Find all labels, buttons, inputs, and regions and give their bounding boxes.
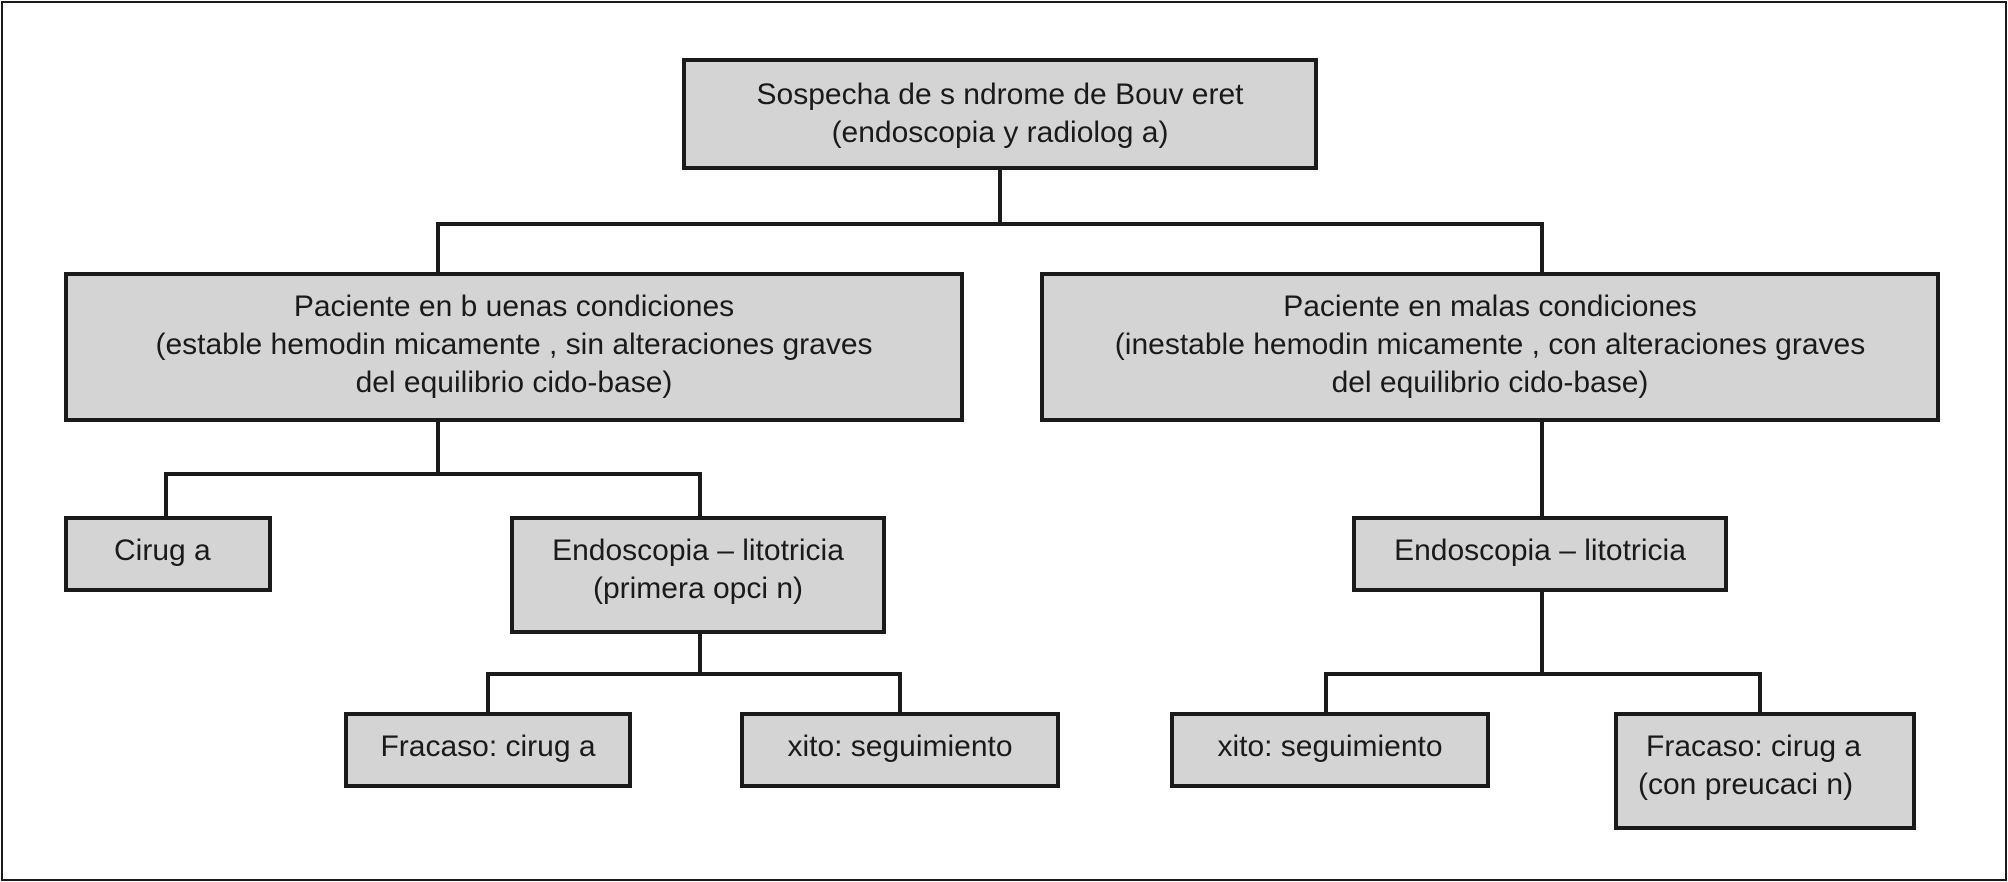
- good-condition-line3: del equilibrio cido-base): [355, 366, 673, 399]
- root-node-line2: (endoscopia y radiolog a): [831, 116, 1169, 149]
- bad-condition-line2: (inestable hemodin micamente , con alter…: [1114, 328, 1866, 361]
- good-condition-node: Paciente en b uenas condiciones (estable…: [64, 272, 964, 422]
- bad-condition-node: Paciente en malas condiciones (inestable…: [1040, 272, 1940, 422]
- root-node-line1: Sospecha de s ndrome de Bouv eret: [756, 78, 1244, 111]
- success-bad-line1: xito: seguimiento: [1217, 730, 1443, 763]
- bad-condition-line1: Paciente en malas condiciones: [1283, 290, 1697, 323]
- success-good-node: xito: seguimiento: [740, 712, 1060, 788]
- good-condition-line1: Paciente en b uenas condiciones: [293, 290, 735, 323]
- failure-bad-line2: (con preucaci n): [1638, 768, 1854, 801]
- failure-bad-line1: Fracaso: cirug a: [1646, 730, 1862, 763]
- endoscopy-bad-line1: Endoscopia – litotricia: [1394, 534, 1686, 567]
- endoscopy-bad-node: Endoscopia – litotricia: [1352, 516, 1728, 592]
- surgery-node: Cirug a: [64, 516, 272, 592]
- good-condition-line2: (estable hemodin micamente , sin alterac…: [155, 328, 873, 361]
- root-node: Sospecha de s ndrome de Bouv eret (endos…: [682, 58, 1318, 170]
- failure-good-line1: Fracaso: cirug a: [380, 730, 596, 763]
- surgery-line1: Cirug a: [114, 534, 211, 567]
- success-good-line1: xito: seguimiento: [787, 730, 1013, 763]
- endoscopy-good-node: Endoscopia – litotricia (primera opci n): [510, 516, 886, 634]
- bad-condition-line3: del equilibrio cido-base): [1331, 366, 1649, 399]
- endoscopy-good-line1: Endoscopia – litotricia: [552, 534, 844, 567]
- failure-bad-node: Fracaso: cirug a (con preucaci n): [1614, 712, 1916, 830]
- failure-good-node: Fracaso: cirug a: [344, 712, 632, 788]
- success-bad-node: xito: seguimiento: [1170, 712, 1490, 788]
- endoscopy-good-line2: (primera opci n): [592, 572, 804, 605]
